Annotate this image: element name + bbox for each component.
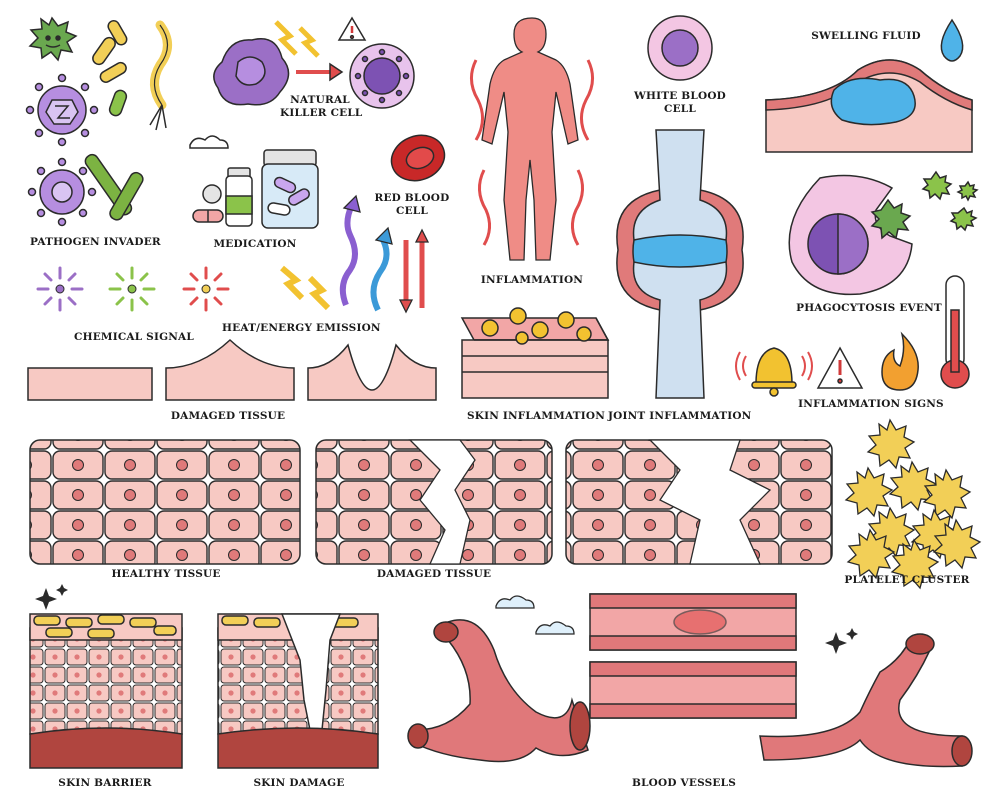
natural-killer-cell-group <box>213 16 415 109</box>
label-damaged-tissue-top: DAMAGED TISSUE <box>170 410 286 422</box>
human-body-icon <box>481 17 579 261</box>
blood-vessel-icon <box>759 638 963 768</box>
inflammation-body-group <box>470 17 594 261</box>
label-line: CELL <box>664 103 696 115</box>
cloud-icon <box>189 135 229 149</box>
label-blood-vessels: BLOOD VESSELS <box>632 777 736 789</box>
medication-group <box>189 135 319 229</box>
label-joint-inflammation: JOINT INFLAMMATION <box>608 410 752 422</box>
label-pathogen-invader: PATHOGEN INVADER <box>30 236 161 248</box>
label-chemical-signal: CHEMICAL SIGNAL <box>74 331 194 343</box>
purple-virus-icon <box>25 73 99 147</box>
heat-wave-icon <box>470 59 484 141</box>
blood-vessels-group <box>407 593 973 768</box>
wavy-arrow-icon <box>339 203 358 307</box>
bone-icon <box>632 129 728 241</box>
label-skin-barrier: SKIN BARRIER <box>58 777 152 789</box>
green-virus-icon <box>28 16 78 62</box>
bacteria-icon <box>108 89 128 117</box>
bacillus-icon <box>99 61 127 83</box>
inflammation-signs-group <box>735 275 970 397</box>
fire-icon <box>881 331 919 391</box>
label-skin-inflammation: SKIN INFLAMMATION <box>466 410 606 422</box>
tissue-tear-icon <box>408 439 476 565</box>
thermometer-icon <box>940 275 970 389</box>
label-white-blood-cell: WHITE BLOOD CELL <box>632 90 728 116</box>
synovial-fluid-icon <box>632 234 728 268</box>
vessel-cross-section-damaged <box>589 593 797 651</box>
platelet-cluster-group <box>844 418 982 590</box>
label-red-blood-cell: RED BLOOD CELL <box>372 192 452 218</box>
chemical-signal-icon <box>36 266 84 312</box>
label-natural-killer-cell: NATURAL KILLER CELL <box>280 94 363 120</box>
skin-barrier <box>29 613 183 769</box>
label-line: WHITE BLOOD <box>634 90 726 102</box>
water-drop-icon <box>940 18 964 62</box>
white-blood-cell-group <box>647 15 713 81</box>
swelling-fluid-group <box>765 18 973 153</box>
label-line: RED BLOOD <box>374 192 450 204</box>
label-medication: MEDICATION <box>213 238 297 250</box>
lightning-icon <box>274 20 298 56</box>
label-swelling-fluid: SWELLING FLUID <box>811 30 921 42</box>
fluid-pocket-icon <box>830 77 916 126</box>
damaged-tissue-sheet-2 <box>565 439 833 565</box>
vessel-cross-section <box>589 661 797 719</box>
joint-inflammation-group <box>616 129 744 399</box>
pathogen-icon <box>870 198 912 240</box>
sparkle-icon <box>35 584 858 654</box>
pathogen-invader-group <box>25 16 172 227</box>
red-blood-cell-group <box>390 134 446 182</box>
label-line: NATURAL <box>290 94 350 106</box>
purple-virus-icon <box>27 157 97 227</box>
blood-vessel-icon <box>411 619 589 763</box>
pustule-icon <box>481 319 499 337</box>
label-skin-damage: SKIN DAMAGE <box>253 777 345 789</box>
chemical-signal-icon <box>182 266 230 312</box>
lightning-icon <box>280 265 305 301</box>
warning-icon <box>816 346 864 389</box>
label-line: CELL <box>396 205 428 217</box>
bell-icon <box>735 347 813 397</box>
tablet-icon <box>202 184 222 204</box>
damaged-tissue-sheet-1 <box>315 439 553 565</box>
label-healthy-tissue: HEALTHY TISSUE <box>111 568 221 580</box>
label-heat-energy-emission: HEAT/ENERGY EMISSION <box>222 322 381 334</box>
chemical-signal-icon <box>108 266 156 312</box>
bacillus-icon <box>92 36 116 66</box>
skin-inflammation-group <box>460 307 610 399</box>
label-damaged-tissue-mid: DAMAGED TISSUE <box>376 568 492 580</box>
label-platelet-cluster: PLATELET CLUSTER <box>844 574 970 586</box>
label-line: KILLER CELL <box>280 107 363 119</box>
label-inflammation: INFLAMMATION <box>480 274 584 286</box>
wavy-arrow-icon <box>370 236 390 312</box>
chemical-signal-group <box>36 266 230 312</box>
phagocytosis-group <box>788 170 979 296</box>
heat-energy-group <box>280 194 430 314</box>
tissue-gap-icon <box>648 439 772 565</box>
healthy-tissue <box>29 439 301 565</box>
damaged-tissue-profiles <box>27 338 437 401</box>
label-phagocytosis-event: PHAGOCYTOSIS EVENT <box>796 302 942 314</box>
bacillus-icon <box>107 20 128 46</box>
cloud-icon <box>495 595 575 635</box>
skin-damage <box>217 613 379 769</box>
label-inflammation-signs: INFLAMMATION SIGNS <box>798 398 944 410</box>
